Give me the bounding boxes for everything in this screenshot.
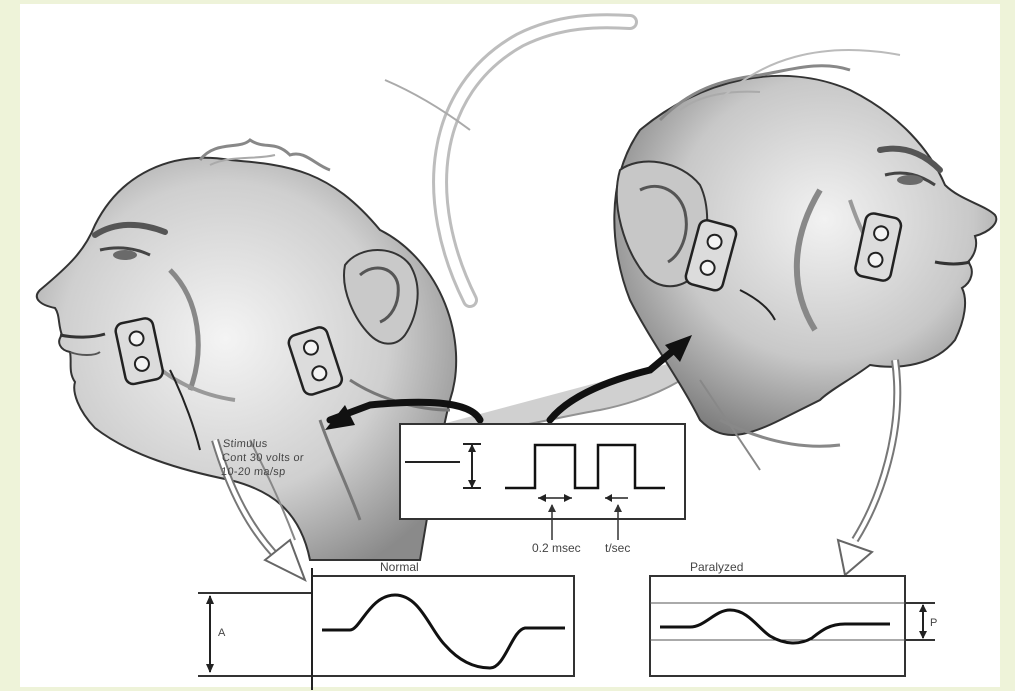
amplitude-label-paralyzed: P — [930, 617, 937, 629]
normal-response-box — [198, 568, 574, 690]
stimulator-line-1: Stimulus — [222, 437, 305, 451]
right-face — [614, 50, 996, 470]
stimulator-text: Stimulus Cont 30 volts or 10-20 ma/sp — [221, 437, 306, 479]
paralyzed-title: Paralyzed — [690, 560, 743, 574]
right-outline-arrow — [838, 360, 897, 575]
swoosh-arrow — [385, 21, 630, 300]
normal-title: Normal — [380, 560, 419, 574]
stimulator-line-2: Cont 30 volts or — [222, 451, 305, 465]
pulse-width-label: 0.2 msec — [532, 541, 581, 555]
pulse-box — [400, 424, 685, 540]
stimulator-line-3: 10-20 ma/sp — [221, 465, 304, 479]
amplitude-label-normal: A — [218, 627, 226, 639]
paralyzed-response-box — [650, 576, 935, 676]
period-label: t/sec — [605, 541, 630, 555]
